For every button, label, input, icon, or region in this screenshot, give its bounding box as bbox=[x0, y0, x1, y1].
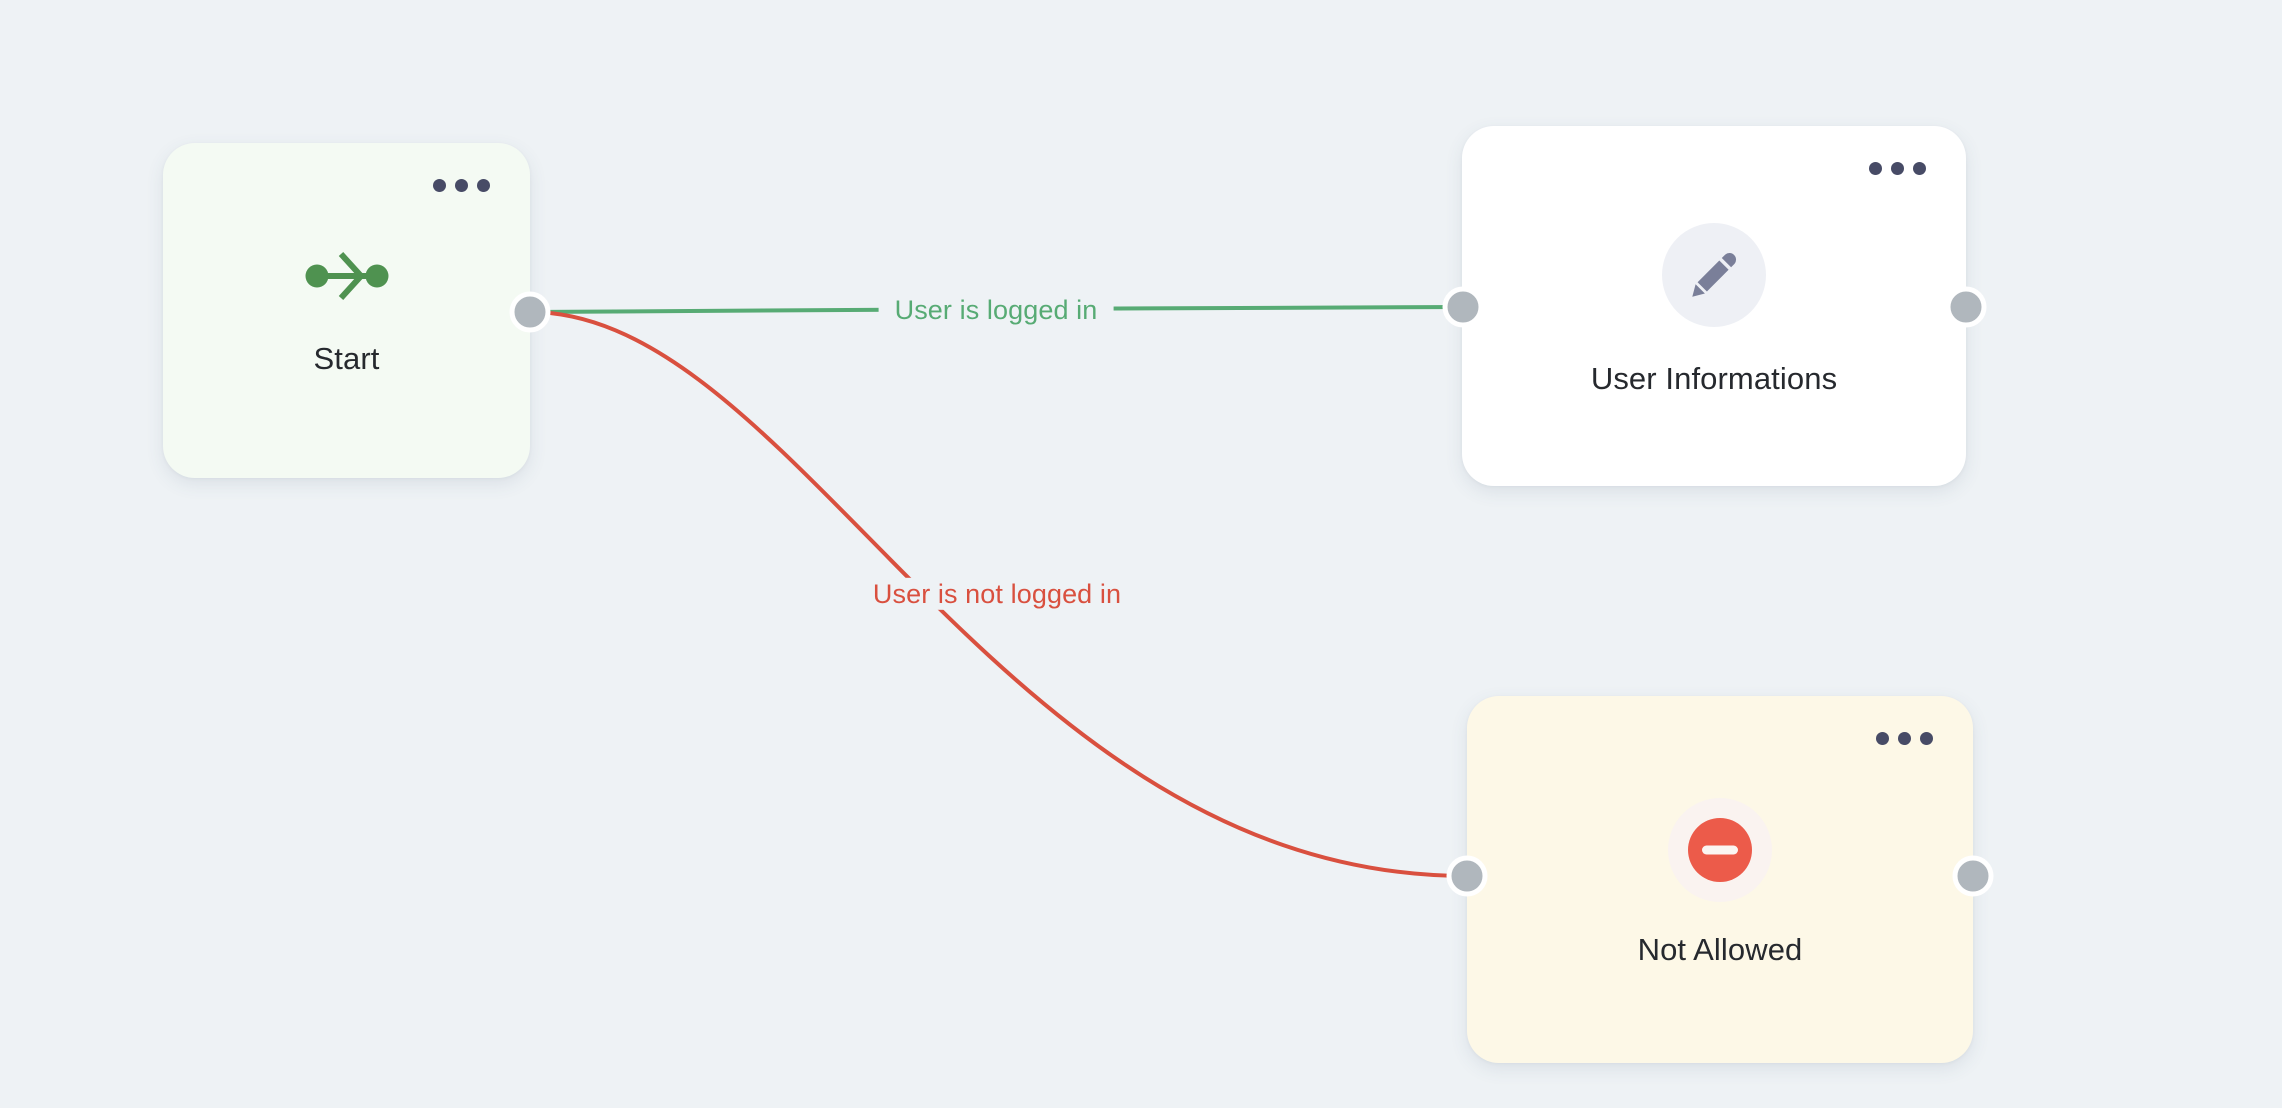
port-not-allowed-output[interactable] bbox=[1952, 855, 1994, 897]
node-start-options-button[interactable] bbox=[433, 179, 490, 192]
minus-circle-icon bbox=[1668, 797, 1772, 902]
dot-icon bbox=[433, 179, 446, 192]
node-user-informations-options-button[interactable] bbox=[1869, 162, 1926, 175]
node-start-title: Start bbox=[313, 340, 380, 376]
port-user-informations-output[interactable] bbox=[1945, 286, 1987, 328]
dot-icon bbox=[477, 179, 490, 192]
start-flow-icon bbox=[305, 245, 389, 307]
node-start[interactable]: Start bbox=[163, 143, 551, 478]
dot-icon bbox=[1898, 732, 1911, 745]
port-start-output[interactable] bbox=[509, 291, 551, 333]
node-not-allowed-title: Not Allowed bbox=[1637, 931, 1803, 967]
dot-icon bbox=[1913, 162, 1926, 175]
edge-label-logged-in[interactable]: User is logged in bbox=[878, 293, 1114, 327]
pencil-icon bbox=[1662, 223, 1766, 327]
dot-icon bbox=[1869, 162, 1882, 175]
dot-icon bbox=[455, 179, 468, 192]
dot-icon bbox=[1920, 732, 1933, 745]
node-not-allowed-options-button[interactable] bbox=[1876, 732, 1933, 745]
edge-label-not-logged-in[interactable]: User is not logged in bbox=[856, 577, 1138, 611]
port-not-allowed-input[interactable] bbox=[1446, 855, 1488, 897]
node-user-informations[interactable]: User Informations bbox=[1442, 126, 1987, 486]
node-user-informations-title: User Informations bbox=[1590, 361, 1838, 396]
dot-icon bbox=[1891, 162, 1904, 175]
node-not-allowed[interactable]: Not Allowed bbox=[1446, 696, 1994, 1063]
dot-icon bbox=[1876, 732, 1889, 745]
port-user-informations-input[interactable] bbox=[1442, 286, 1484, 328]
